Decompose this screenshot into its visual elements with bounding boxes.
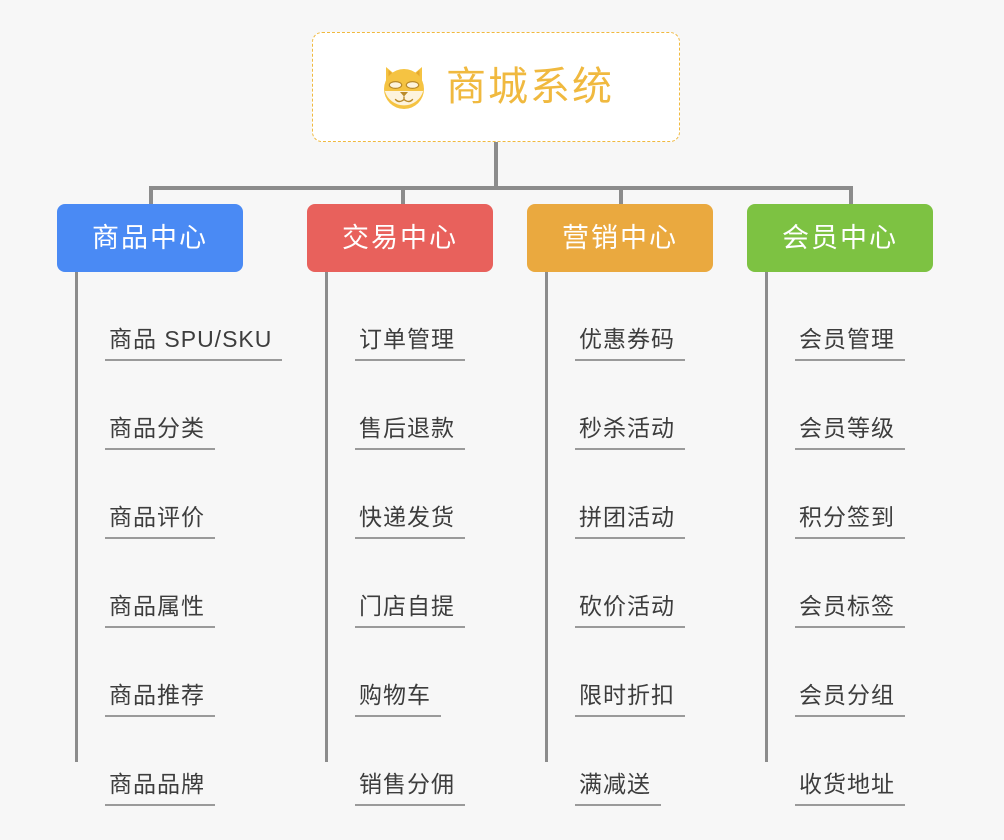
leaf-item-label: 售后退款 <box>355 415 465 450</box>
category-header-marketing-center[interactable]: 营销中心 <box>527 204 713 272</box>
leaf-item-label: 会员分组 <box>795 682 905 717</box>
leaf-item[interactable]: 秒杀活动 <box>545 361 685 450</box>
leaf-item[interactable]: 订单管理 <box>325 272 465 361</box>
leaf-item-label: 商品推荐 <box>105 682 215 717</box>
column-spine <box>75 272 78 762</box>
leaf-item-label: 销售分佣 <box>355 771 465 806</box>
connector-drop-trade-center <box>401 186 405 208</box>
leaf-item[interactable]: 商品推荐 <box>75 628 282 717</box>
leaf-item-label: 商品品牌 <box>105 771 215 806</box>
leaf-item[interactable]: 销售分佣 <box>325 717 465 806</box>
shiba-dog-face-icon <box>378 61 430 113</box>
leaf-item[interactable]: 商品属性 <box>75 539 282 628</box>
leaf-item[interactable]: 快递发货 <box>325 450 465 539</box>
leaf-item[interactable]: 限时折扣 <box>545 628 685 717</box>
leaf-list-marketing-center: 优惠券码 秒杀活动 拼团活动 砍价活动 限时折扣 满减送 <box>545 272 685 806</box>
connector-drop-product-center <box>149 186 153 208</box>
leaf-item[interactable]: 门店自提 <box>325 539 465 628</box>
leaf-item[interactable]: 优惠券码 <box>545 272 685 361</box>
category-header-label: 商品中心 <box>92 222 208 253</box>
leaf-item-label: 限时折扣 <box>575 682 685 717</box>
leaf-item-label: 积分签到 <box>795 504 905 539</box>
leaf-list-trade-center: 订单管理 售后退款 快递发货 门店自提 购物车 销售分佣 <box>325 272 465 806</box>
leaf-item[interactable]: 商品品牌 <box>75 717 282 806</box>
column-spine <box>765 272 768 762</box>
leaf-list-product-center: 商品 SPU/SKU 商品分类 商品评价 商品属性 商品推荐 商品品牌 <box>75 272 283 806</box>
leaf-item[interactable]: 会员管理 <box>765 272 905 361</box>
leaf-item[interactable]: 商品评价 <box>75 450 282 539</box>
column-spine <box>545 272 548 762</box>
root-node-shop-system[interactable]: 商城系统 <box>312 32 680 142</box>
leaf-item-label: 优惠券码 <box>575 326 685 361</box>
leaf-item[interactable]: 会员等级 <box>765 361 905 450</box>
connector-drop-member-center <box>849 186 853 208</box>
leaf-item-label: 购物车 <box>355 682 441 717</box>
connector-horizontal-bus <box>151 186 851 190</box>
column-spine <box>325 272 328 762</box>
category-header-label: 营销中心 <box>562 222 678 253</box>
connector-root-stem <box>494 142 498 188</box>
leaf-item-label: 砍价活动 <box>575 593 685 628</box>
category-header-trade-center[interactable]: 交易中心 <box>307 204 493 272</box>
category-header-label: 会员中心 <box>782 222 898 253</box>
leaf-item-label: 会员管理 <box>795 326 905 361</box>
category-header-label: 交易中心 <box>342 222 458 253</box>
leaf-item[interactable]: 积分签到 <box>765 450 905 539</box>
leaf-item-label: 商品评价 <box>105 504 215 539</box>
leaf-item[interactable]: 购物车 <box>325 628 465 717</box>
leaf-item[interactable]: 拼团活动 <box>545 450 685 539</box>
leaf-item-label: 秒杀活动 <box>575 415 685 450</box>
leaf-item-label: 门店自提 <box>355 593 465 628</box>
leaf-list-member-center: 会员管理 会员等级 积分签到 会员标签 会员分组 收货地址 <box>765 272 905 806</box>
leaf-item-label: 满减送 <box>575 771 661 806</box>
leaf-item[interactable]: 会员标签 <box>765 539 905 628</box>
root-node-label: 商城系统 <box>446 65 614 109</box>
leaf-item-label: 商品属性 <box>105 593 215 628</box>
connector-drop-marketing-center <box>619 186 623 208</box>
leaf-item-label: 订单管理 <box>355 326 465 361</box>
leaf-item[interactable]: 商品分类 <box>75 361 282 450</box>
category-header-product-center[interactable]: 商品中心 <box>57 204 243 272</box>
leaf-item[interactable]: 商品 SPU/SKU <box>75 272 283 361</box>
leaf-item-label: 收货地址 <box>795 771 905 806</box>
leaf-item[interactable]: 会员分组 <box>765 628 905 717</box>
leaf-item-label: 快递发货 <box>355 504 465 539</box>
category-header-member-center[interactable]: 会员中心 <box>747 204 933 272</box>
leaf-item[interactable]: 砍价活动 <box>545 539 685 628</box>
leaf-item[interactable]: 售后退款 <box>325 361 465 450</box>
leaf-item-label: 会员标签 <box>795 593 905 628</box>
leaf-item-label: 商品分类 <box>105 415 215 450</box>
leaf-item[interactable]: 满减送 <box>545 717 685 806</box>
leaf-item[interactable]: 收货地址 <box>765 717 905 806</box>
leaf-item-label: 拼团活动 <box>575 504 685 539</box>
leaf-item-label: 商品 SPU/SKU <box>105 326 283 361</box>
leaf-item-label: 会员等级 <box>795 415 905 450</box>
